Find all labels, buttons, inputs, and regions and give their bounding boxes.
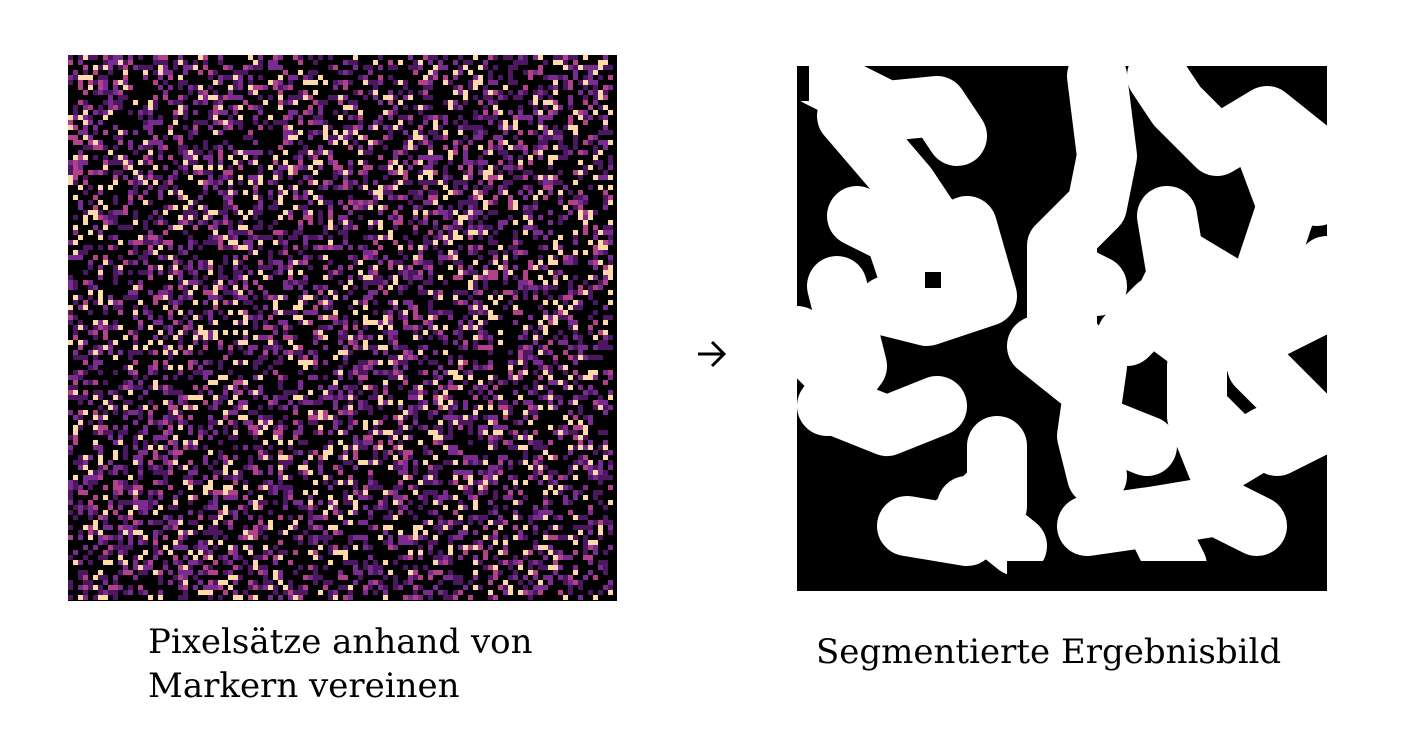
arrow-right-icon [698,340,727,368]
left-caption-line1: Pixelsätze anhand von [148,622,533,662]
right-caption: Segmentierte Ergebnisbild [816,632,1282,672]
left-caption: Pixelsätze anhand von Markern vereinen [148,620,533,708]
marker-pixel-image [68,55,617,601]
left-caption-line2: Markern vereinen [148,666,460,706]
segmented-result-image [797,66,1327,591]
marker-pixels [68,55,613,600]
